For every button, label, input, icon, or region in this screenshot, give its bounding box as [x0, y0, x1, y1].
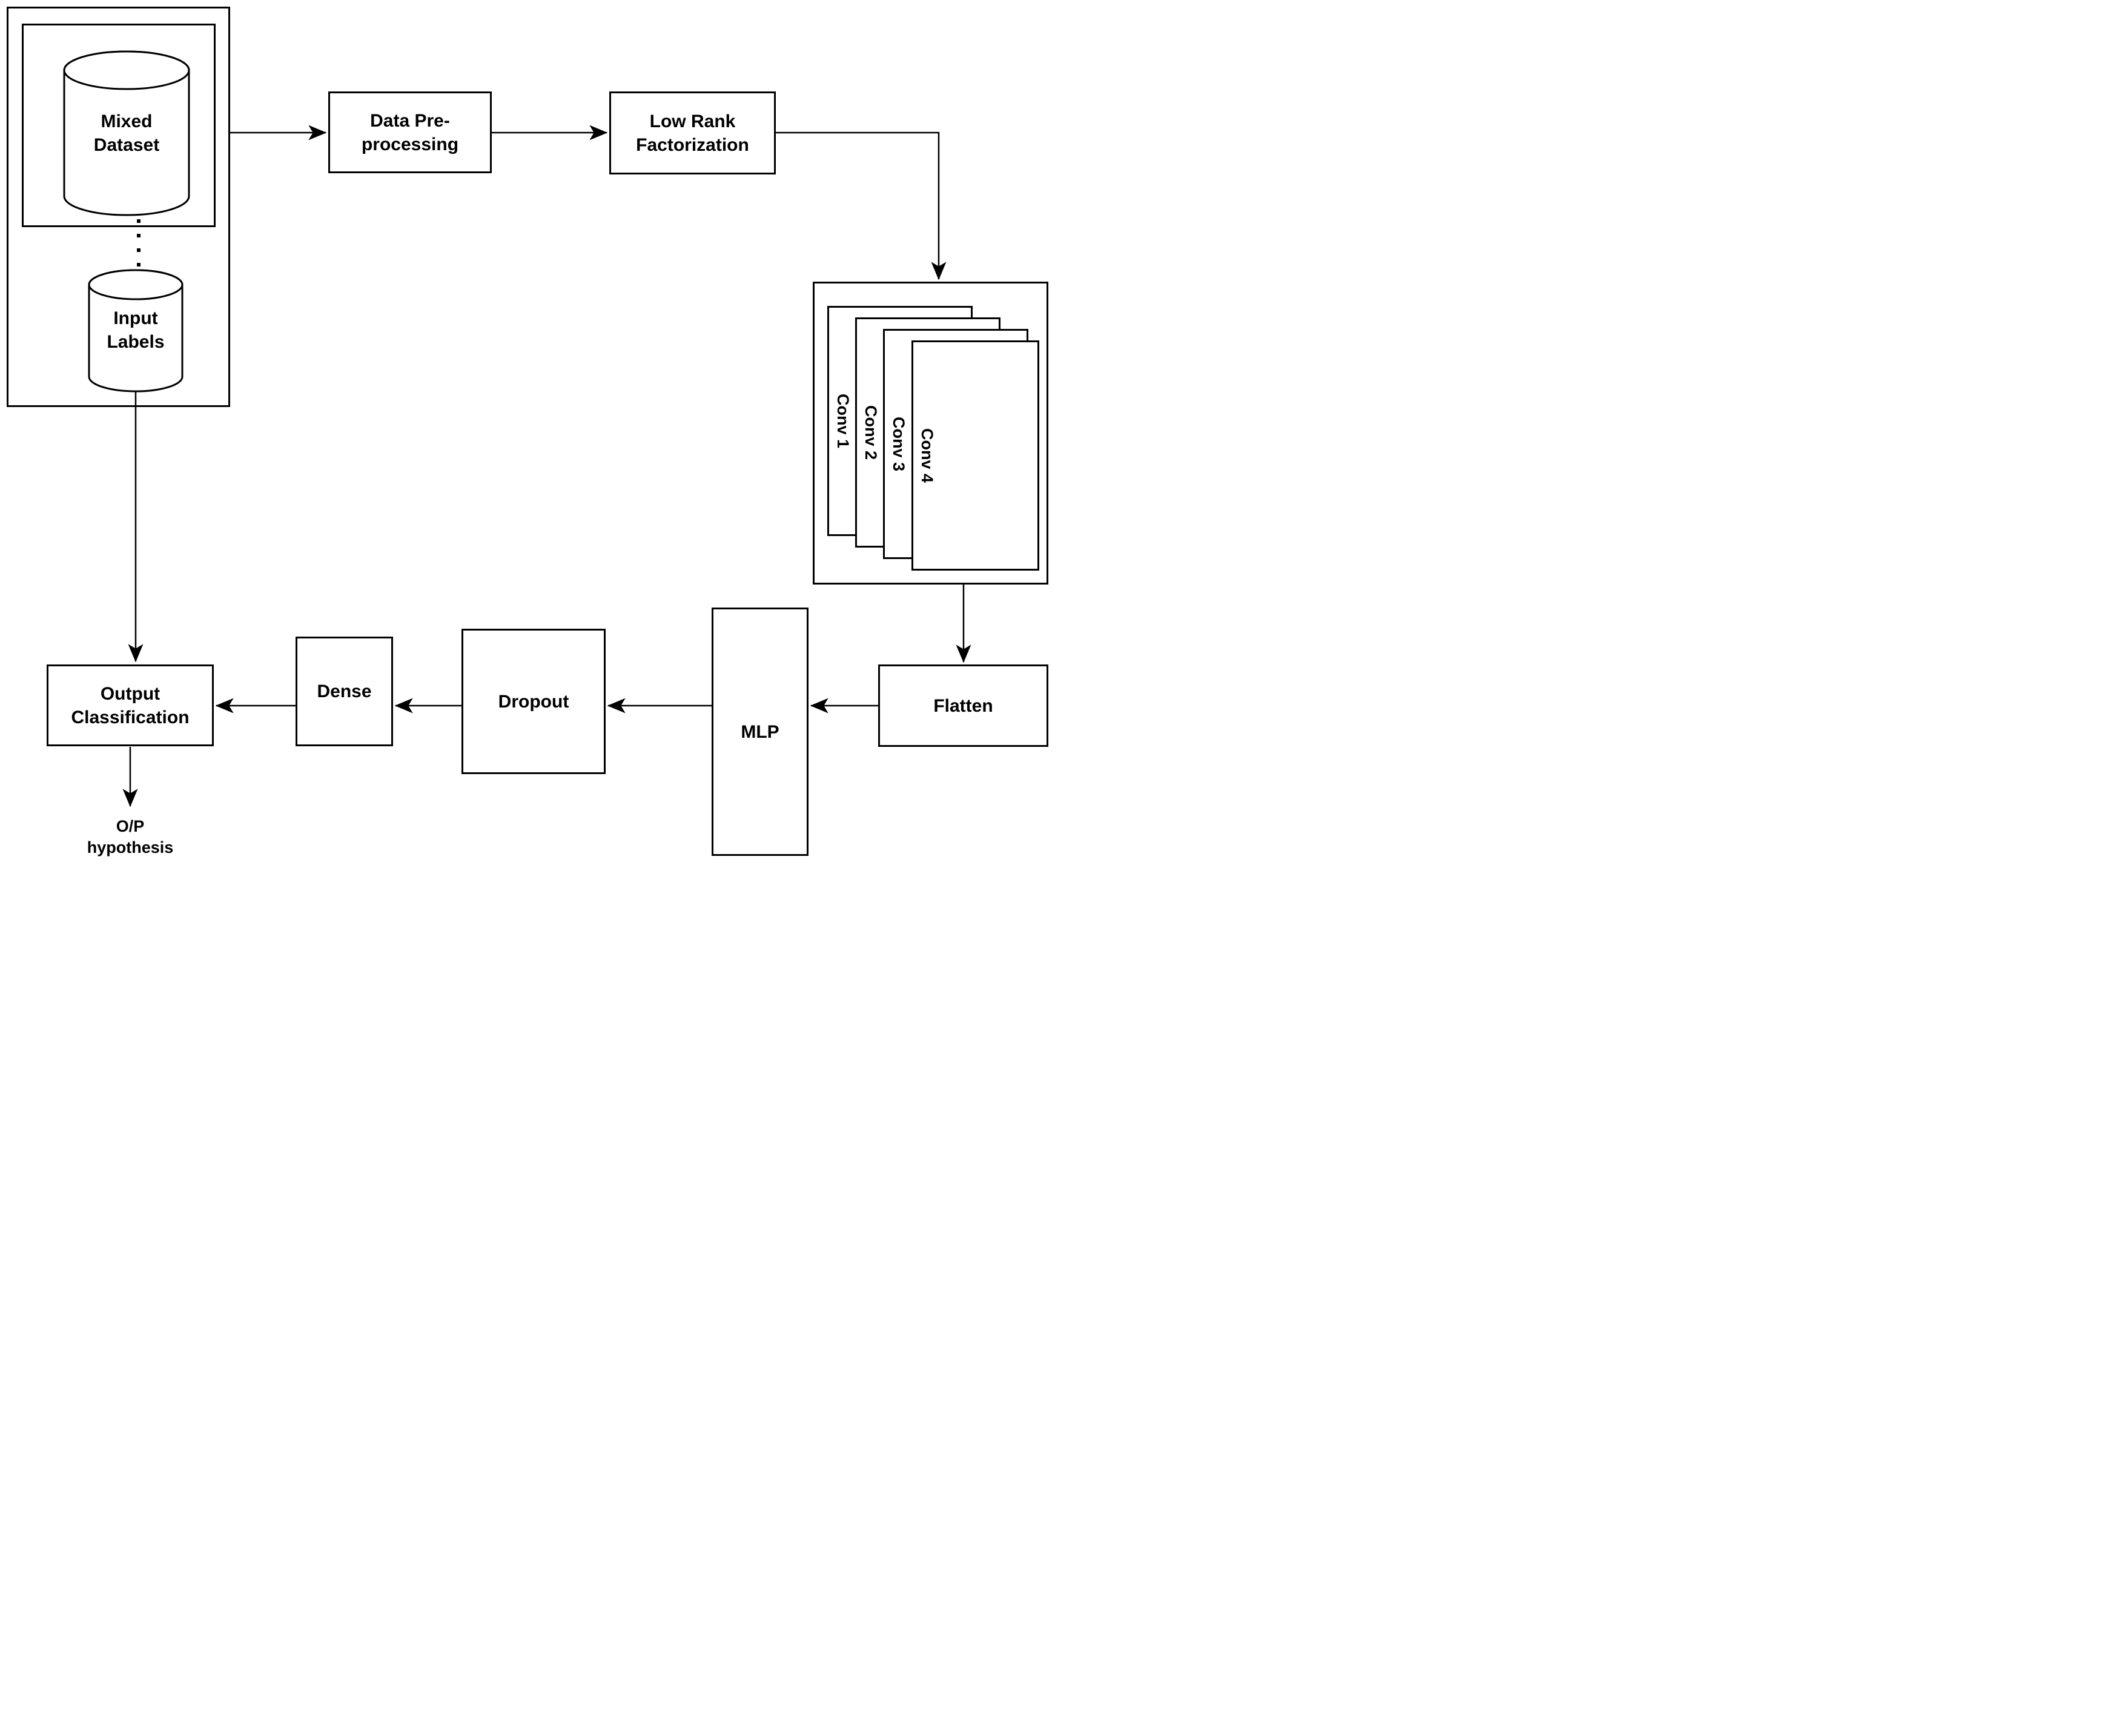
- mixed-dataset-label: Mixed Dataset: [93, 111, 160, 155]
- node-dense: Dense: [296, 637, 393, 746]
- conv4-label: Conv 4: [918, 428, 936, 483]
- input-labels-cylinder-top: [88, 269, 184, 300]
- diagram-canvas: Mixed Dataset Input Labels Data Pre- pro…: [0, 0, 1055, 868]
- node-dropout: Dropout: [461, 629, 606, 774]
- node-mlp: MLP: [712, 608, 809, 856]
- mixed-dataset-inner-box: [22, 24, 216, 227]
- conv-stack-outer-box: [813, 282, 1048, 585]
- conv1-label: Conv 1: [834, 393, 852, 449]
- op-hypothesis-label: O/P hypothesis: [87, 817, 174, 856]
- mixed-dataset-cylinder-top: [63, 50, 190, 90]
- input-labels-label: Input Labels: [107, 308, 165, 352]
- connector-layer: [63, 50, 971, 807]
- dataset-group-outer-box: [7, 7, 230, 407]
- connector-lowrank-to-conv: [776, 131, 947, 280]
- node-data-preprocessing: Data Pre- processing: [328, 91, 492, 173]
- node-flatten: Flatten: [878, 664, 1048, 747]
- conv3-label: Conv 3: [890, 416, 908, 472]
- conv4-card: [911, 340, 1039, 571]
- node-low-rank-factorization: Low Rank Factorization: [609, 91, 776, 174]
- node-output-classification: Output Classification: [47, 664, 214, 746]
- conv2-label: Conv 2: [862, 405, 880, 460]
